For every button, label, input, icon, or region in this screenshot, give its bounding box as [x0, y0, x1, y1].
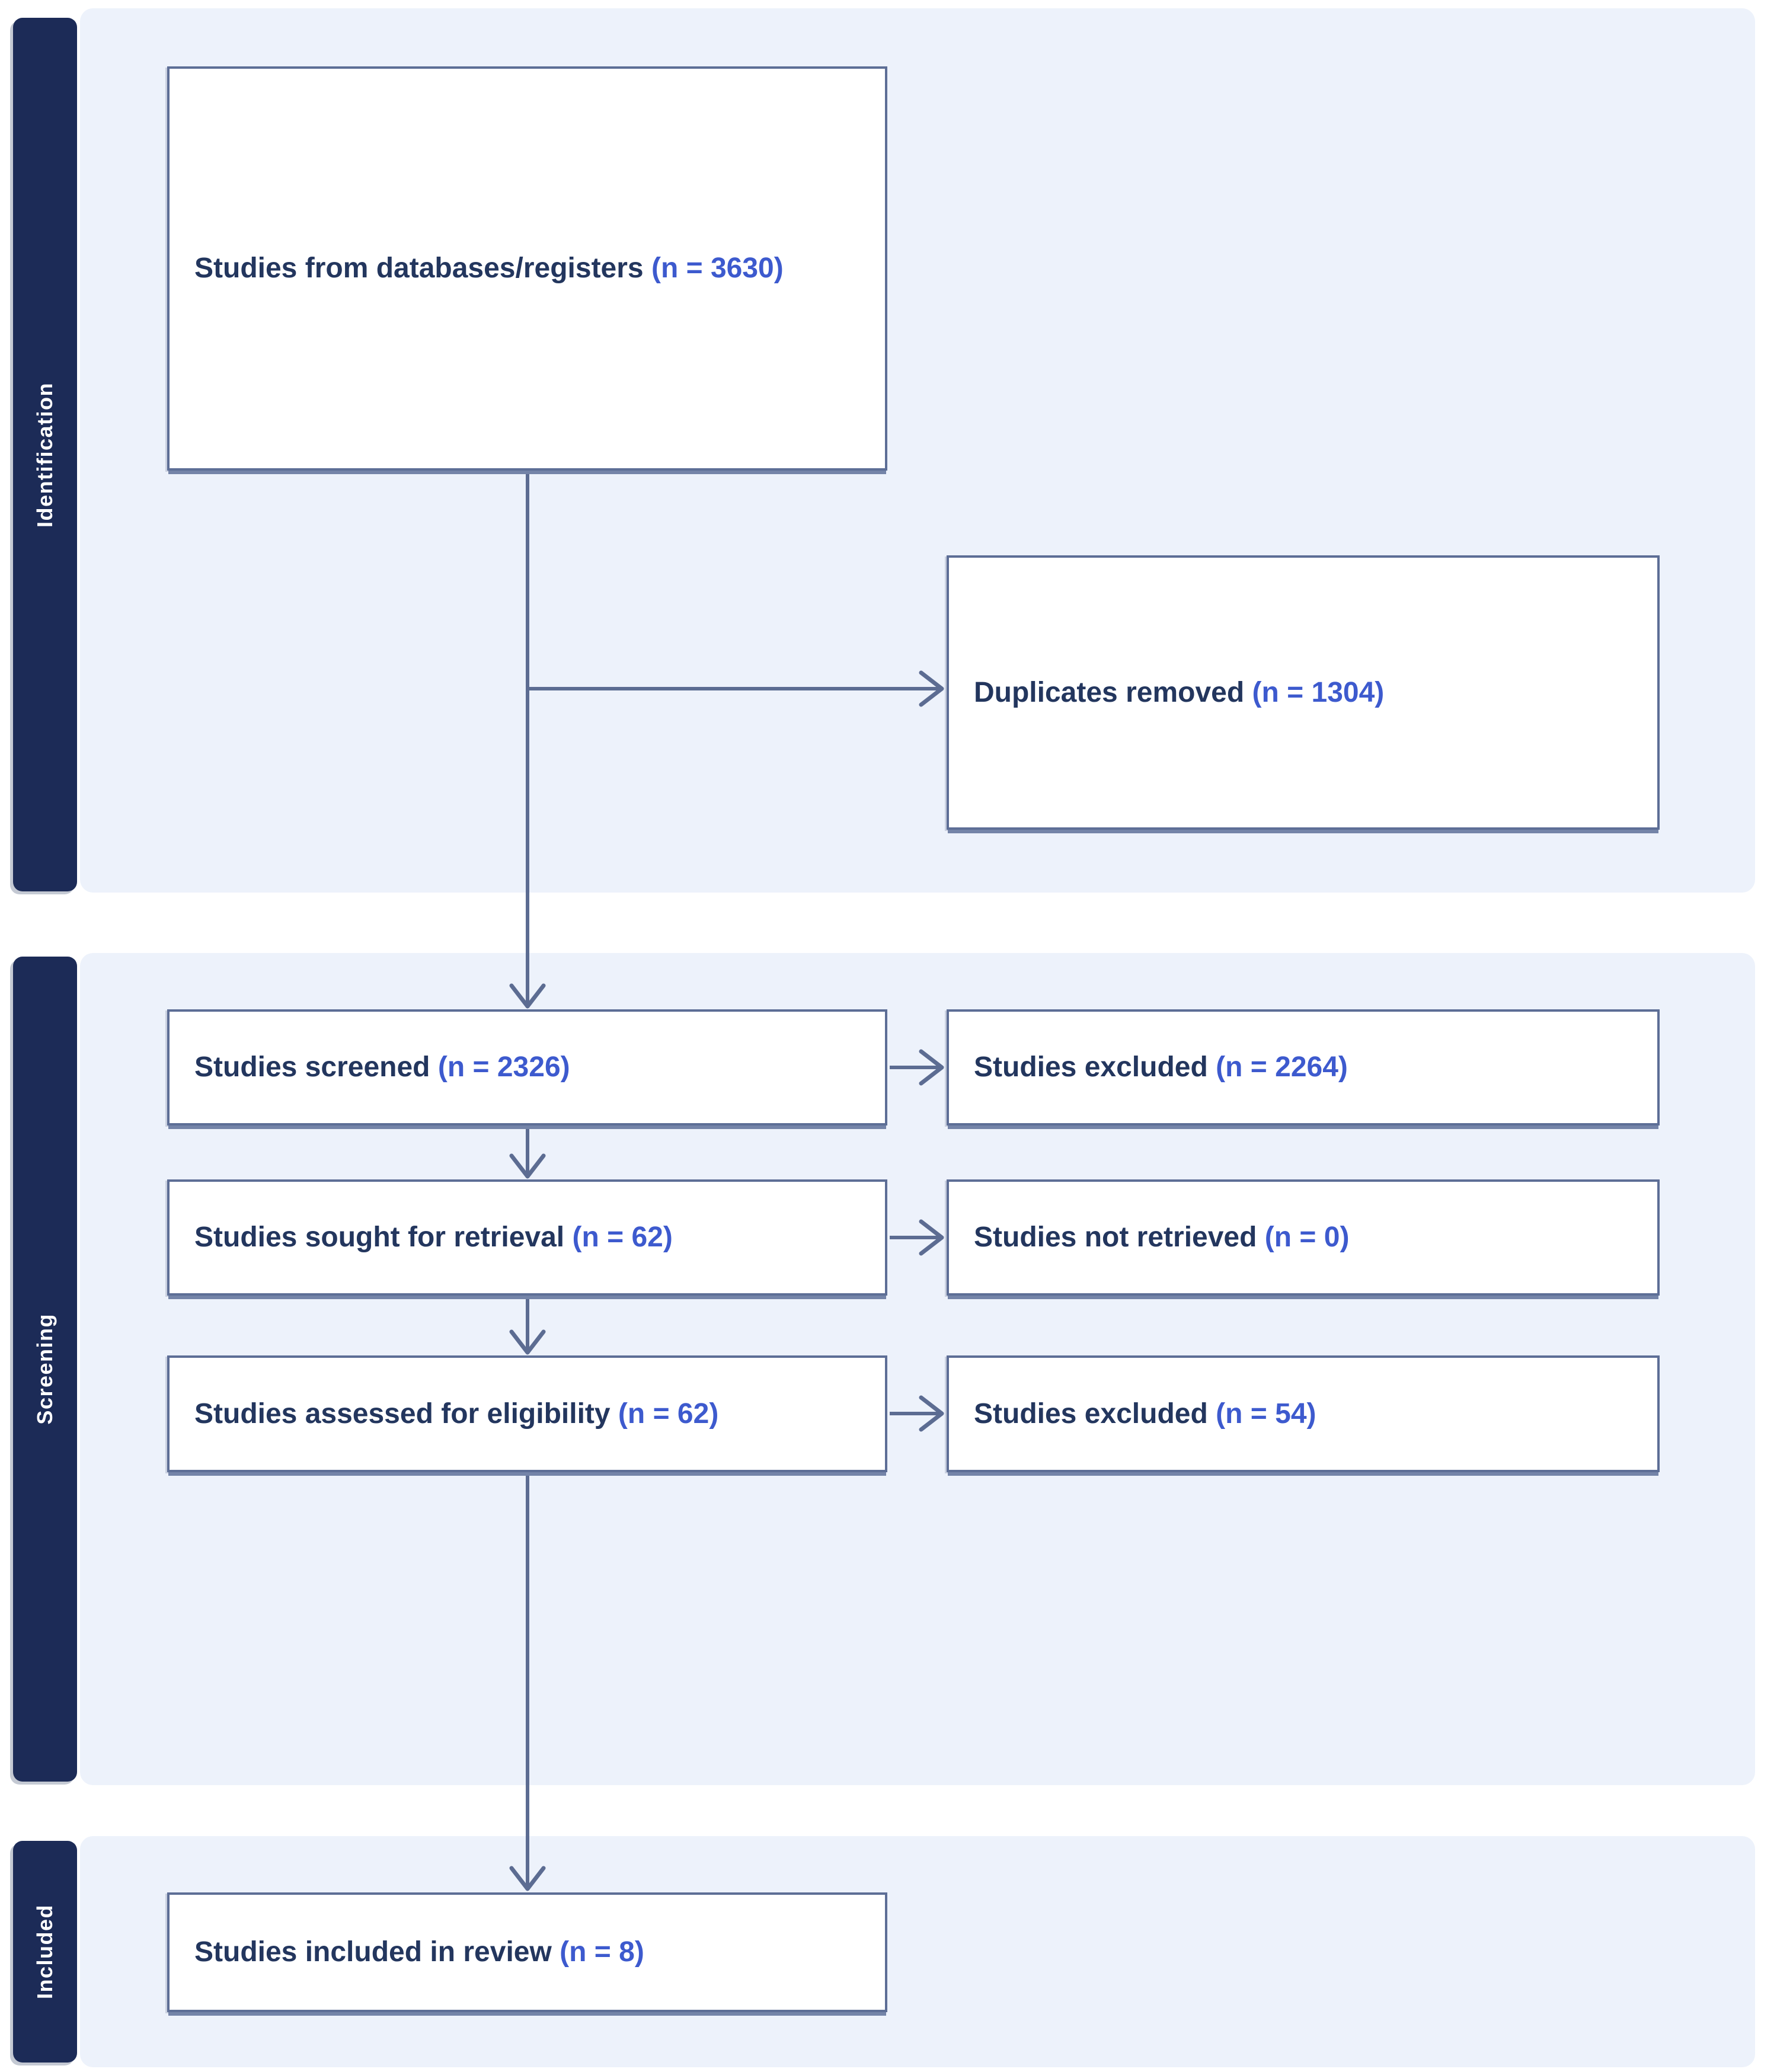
studies-excluded-screening-box: Studies excluded (n = 2264): [947, 1009, 1660, 1125]
included-ribbon: Included: [13, 1841, 77, 2063]
box-text: Studies not retrieved (n = 0): [974, 1221, 1349, 1254]
studies-assessed-for-eligibility-box: Studies assessed for eligibility (n = 62…: [167, 1355, 887, 1472]
box-count: (n = 8): [560, 1936, 644, 1968]
included-ribbon-label: Included: [33, 1904, 57, 1999]
box-count: (n = 3630): [651, 252, 784, 284]
studies-included-in-review-box: Studies included in review (n = 8): [167, 1892, 887, 2012]
studies-sought-for-retrieval-box: Studies sought for retrieval (n = 62): [167, 1179, 887, 1296]
duplicates-removed-box: Duplicates removed (n = 1304): [947, 555, 1660, 830]
studies-not-retrieved-box: Studies not retrieved (n = 0): [947, 1179, 1660, 1296]
box-label: Studies not retrieved: [974, 1222, 1265, 1254]
identification-ribbon-label: Identification: [33, 382, 57, 527]
box-count: (n = 1304): [1252, 676, 1385, 708]
box-text: Duplicates removed (n = 1304): [974, 676, 1384, 709]
box-label: Studies screened: [194, 1051, 438, 1083]
box-text: Studies screened (n = 2326): [194, 1051, 570, 1083]
studies-from-databases-box: Studies from databases/registers (n = 36…: [167, 66, 887, 471]
box-label: Studies sought for retrieval: [194, 1222, 573, 1254]
box-label: Studies excluded: [974, 1051, 1216, 1083]
box-text: Studies from databases/registers (n = 36…: [194, 252, 784, 284]
box-text: Studies excluded (n = 2264): [974, 1051, 1348, 1083]
identification-ribbon: Identification: [13, 18, 77, 891]
box-text: Studies excluded (n = 54): [974, 1398, 1316, 1430]
screening-ribbon: Screening: [13, 957, 77, 1782]
box-count: (n = 2264): [1216, 1051, 1348, 1083]
box-label: Studies assessed for eligibility: [194, 1398, 618, 1430]
box-label: Studies excluded: [974, 1398, 1216, 1430]
box-text: Studies sought for retrieval (n = 62): [194, 1221, 673, 1254]
box-count: (n = 2326): [437, 1051, 570, 1083]
box-count: (n = 0): [1264, 1222, 1350, 1254]
studies-excluded-eligibility-box: Studies excluded (n = 54): [947, 1355, 1660, 1472]
box-label: Duplicates removed: [974, 676, 1252, 708]
box-text: Studies assessed for eligibility (n = 62…: [194, 1398, 718, 1430]
box-count: (n = 62): [618, 1398, 719, 1430]
box-count: (n = 62): [572, 1222, 673, 1254]
box-text: Studies included in review (n = 8): [194, 1936, 644, 1968]
box-label: Studies included in review: [194, 1936, 560, 1968]
screening-ribbon-label: Screening: [33, 1313, 57, 1425]
box-label: Studies from databases/registers: [194, 252, 651, 284]
studies-screened-box: Studies screened (n = 2326): [167, 1009, 887, 1125]
box-count: (n = 54): [1216, 1398, 1316, 1430]
